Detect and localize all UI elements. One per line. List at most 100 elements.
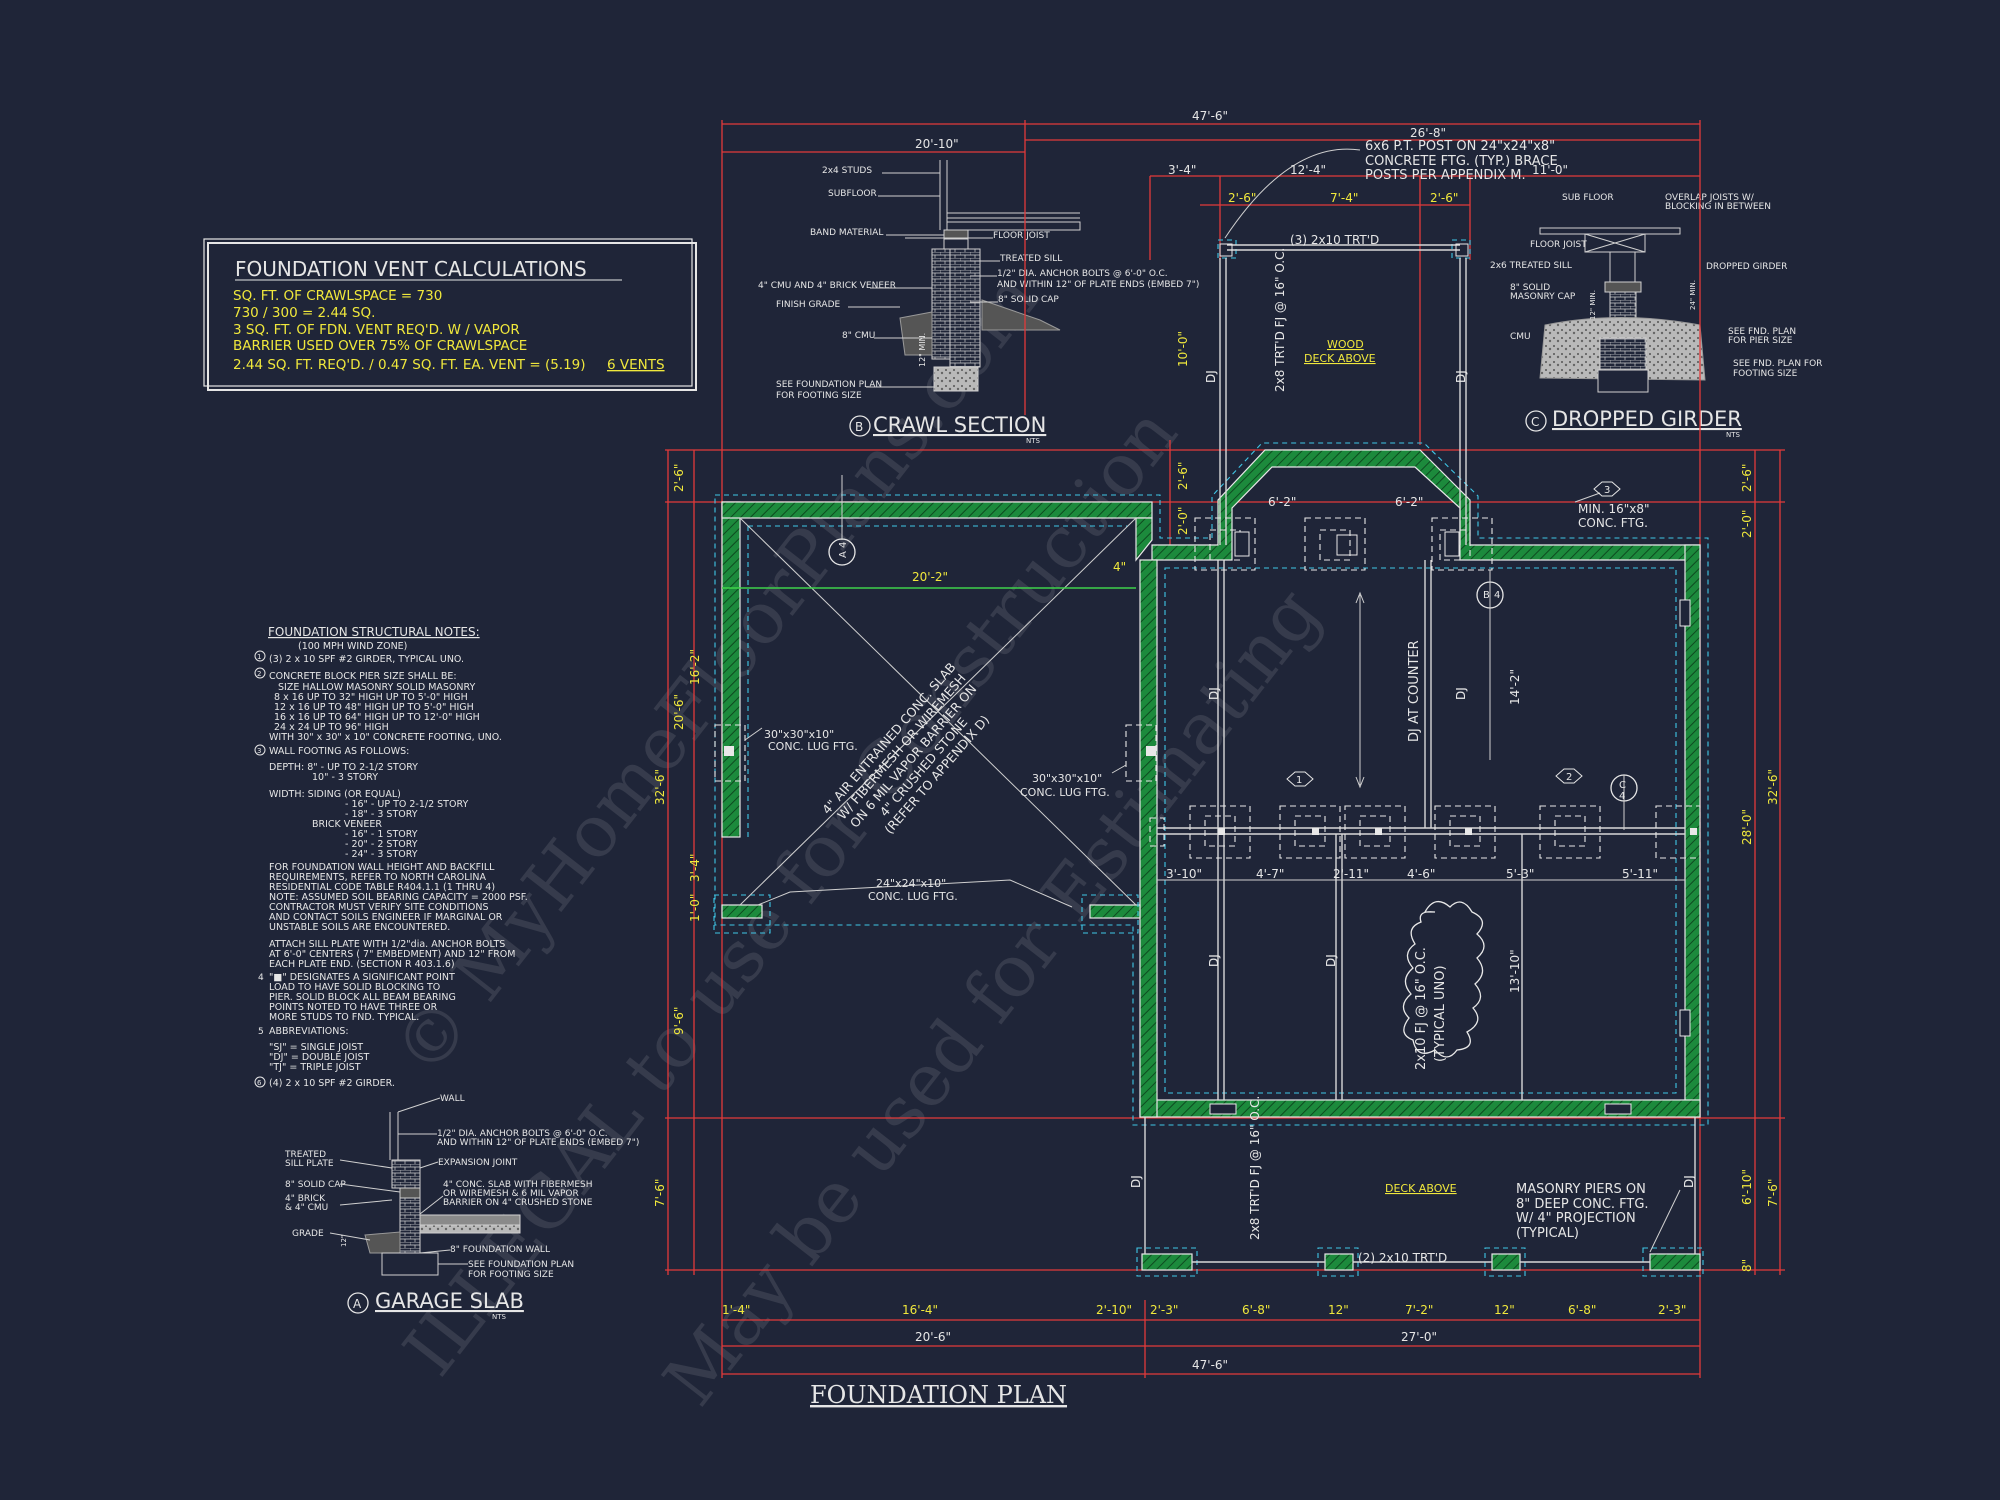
- dimension-text: 47'-6" 20'-10" 26'-8" 3'-4" 12'-4" 11'-0…: [653, 109, 1780, 1372]
- crawl-label: SEE FOUNDATION PLAN: [776, 380, 882, 390]
- svg-text:2: 2: [257, 670, 261, 678]
- dj-label: DJ: [1682, 1175, 1696, 1188]
- dim-text: 2'-6": [1228, 191, 1256, 205]
- note-3-text: NOTE: ASSUMED SOIL BEARING CAPACITY = 20…: [269, 892, 528, 903]
- crawl-label: FLOOR JOIST: [993, 231, 1050, 241]
- dim-text: 9'-6": [672, 1007, 686, 1035]
- dim-text: 20'-6": [672, 694, 686, 730]
- note-2-footing: WITH 30" x 30" x 10" CONCRETE FOOTING, U…: [269, 732, 502, 743]
- marker-1: 1: [1296, 775, 1302, 786]
- svg-text:1: 1: [257, 653, 261, 661]
- garage-label: GRADE: [292, 1229, 324, 1239]
- dimension-lines: [665, 120, 1785, 1378]
- garage-label: 4" CONC. SLAB WITH FIBERMESH: [443, 1180, 593, 1190]
- note-3-width: - 18" - 3 STORY: [345, 809, 418, 820]
- post-note: POSTS PER APPENDIX M.: [1365, 168, 1526, 183]
- dim-text: 2'-0": [1176, 507, 1190, 535]
- crawl-label: AND WITHIN 12" OF PLATE ENDS (EMBED 7"): [997, 280, 1199, 290]
- dim-text: 20'-2": [912, 570, 948, 584]
- crawl-label: 8" SOLID CAP: [998, 295, 1059, 305]
- dim-text: 12": [1494, 1303, 1515, 1317]
- note-2: CONCRETE BLOCK PIER SIZE SHALL BE:: [269, 671, 457, 682]
- lug-footing-note: 30"x30"x10": [1032, 772, 1102, 785]
- dim-text: 2'-6": [672, 464, 686, 492]
- girder-label: CMU: [1510, 332, 1531, 342]
- note-3-text: AND CONTACT SOILS ENGINEER IF MARGINAL O…: [269, 912, 503, 923]
- dropped-girder-detail: SUB FLOOR OVERLAP JOISTS W/ BLOCKING IN …: [1490, 193, 1822, 439]
- crawl-label: FOR FOOTING SIZE: [776, 391, 862, 401]
- girder-label: OVERLAP JOISTS W/: [1665, 193, 1755, 203]
- crawl-label: 4" CMU AND 4" BRICK VENEER: [758, 281, 896, 291]
- lug-footing-note: 24"x24"x10": [876, 877, 946, 890]
- crawl-label: 8" CMU: [842, 331, 875, 341]
- note-3-width: WIDTH: SIDING (OR EQUAL): [269, 789, 401, 800]
- lug-footing-note: CONC. LUG FTG.: [868, 890, 958, 903]
- crawl-label: BAND MATERIAL: [810, 228, 883, 238]
- vent-line-1: SQ. FT. OF CRAWLSPACE = 730: [233, 288, 442, 304]
- dim-text: 6'-2": [1268, 495, 1296, 509]
- bottom-header-label: (2) 2x10 TRT'D: [1358, 1251, 1447, 1265]
- wood-deck-label: WOOD: [1327, 338, 1364, 351]
- dim-text: 20'-10": [915, 137, 959, 151]
- girder-label: SEE FND. PLAN FOR: [1733, 359, 1822, 369]
- svg-text:5: 5: [258, 1027, 264, 1037]
- dj-label: DJ: [1129, 1175, 1143, 1188]
- wood-deck-label: DECK ABOVE: [1304, 352, 1376, 365]
- note-3-text: RESIDENTIAL CODE TABLE R404.1.1 (1 THRU …: [269, 882, 495, 893]
- dim-text: 16'-4": [902, 1303, 938, 1317]
- note-2-row: 16 x 16 UP TO 64" HIGH UP TO 12'-0" HIGH: [274, 712, 480, 723]
- garage-label: 12": [340, 1235, 348, 1247]
- note-3-text: FOR FOUNDATION WALL HEIGHT AND BACKFILL: [269, 862, 495, 873]
- dim-text: 2'-6": [1430, 191, 1458, 205]
- dim-text: 3'-4": [688, 854, 702, 882]
- dj-label: DJ: [1204, 370, 1218, 383]
- garage-nts: NTS: [492, 1313, 507, 1321]
- dim-text: 11'-0": [1532, 163, 1568, 177]
- crawl-label: 1/2" DIA. ANCHOR BOLTS @ 6'-0" O.C.: [997, 269, 1168, 279]
- vent-line-4: BARRIER USED OVER 75% OF CRAWLSPACE: [233, 338, 527, 354]
- note-3-text: REQUIREMENTS, REFER TO NORTH CAROLINA: [269, 872, 486, 883]
- garage-label: TREATED: [284, 1150, 326, 1160]
- girder-tag: C: [1531, 415, 1539, 429]
- dim-text: 7'-6": [1766, 1179, 1780, 1207]
- dim-text: 32'-6": [653, 769, 667, 805]
- dj-label: DJ: [1454, 687, 1468, 700]
- dim-text: 6'-2": [1395, 495, 1423, 509]
- girder-label: FLOOR JOIST: [1530, 240, 1587, 250]
- dim-text: 28'-0": [1740, 809, 1754, 845]
- dim-text: 20'-6": [915, 1330, 951, 1344]
- garage-slab-title: GARAGE SLAB: [375, 1289, 524, 1313]
- dj-label: DJ: [1207, 687, 1221, 700]
- dim-text: 1'-0": [688, 894, 702, 922]
- note-3-text: UNSTABLE SOILS ARE ENCOUNTERED.: [269, 922, 450, 933]
- dim-text: 3'-4": [1168, 163, 1196, 177]
- garage-label: 8" SOLID CAP: [285, 1180, 346, 1190]
- dim-text: 4": [1113, 560, 1126, 574]
- min-footing-note: MIN. 16"x8": [1578, 502, 1650, 516]
- crawl-label: 2x4 STUDS: [822, 166, 872, 176]
- note-4: MORE STUDS TO FND. TYPICAL.: [269, 1012, 419, 1023]
- note-2-row: 12 x 16 UP TO 48" HIGH UP TO 5'-0" HIGH: [274, 702, 474, 713]
- dj-counter-label: DJ AT COUNTER: [1407, 640, 1422, 742]
- structural-notes-subtitle: (100 MPH WIND ZONE): [298, 641, 407, 652]
- dropped-girder-title: DROPPED GIRDER: [1552, 407, 1742, 431]
- interior-framing: [714, 148, 1701, 1263]
- deck-joist-label: 2x8 TRT'D FJ @ 16" O.C.: [1248, 1096, 1262, 1240]
- dim-text: 3'-10": [1166, 867, 1202, 881]
- note-5-abbrev: "SJ" = SINGLE JOIST: [269, 1042, 363, 1053]
- svg-text:3: 3: [257, 747, 261, 755]
- note-3-depth: 10" - 3 STORY: [312, 772, 378, 783]
- deck-header-label: (3) 2x10 TRT'D: [1290, 233, 1379, 247]
- dim-text: 7'-4": [1330, 191, 1358, 205]
- girder-label: 8" SOLID: [1510, 283, 1550, 293]
- structural-notes-title: FOUNDATION STRUCTURAL NOTES:: [268, 625, 480, 639]
- dim-text: 4'-6": [1407, 867, 1435, 881]
- garage-label: 8" FOUNDATION WALL: [450, 1245, 550, 1255]
- dim-text: 2'-6": [1740, 464, 1754, 492]
- structural-notes-list: 1 (3) 2 x 10 SPF #2 GIRDER, TYPICAL UNO.…: [254, 650, 528, 1089]
- garage-label: & 4" CMU: [285, 1203, 328, 1213]
- vent-count: 6 VENTS: [607, 357, 665, 373]
- dim-text: 2'-6": [1176, 462, 1190, 490]
- note-anchor: AT 6'-0" CENTERS ( 7" EMBEDMENT) AND 12"…: [269, 949, 516, 960]
- masonry-piers-note: 8" DEEP CONC. FTG.: [1516, 1197, 1649, 1212]
